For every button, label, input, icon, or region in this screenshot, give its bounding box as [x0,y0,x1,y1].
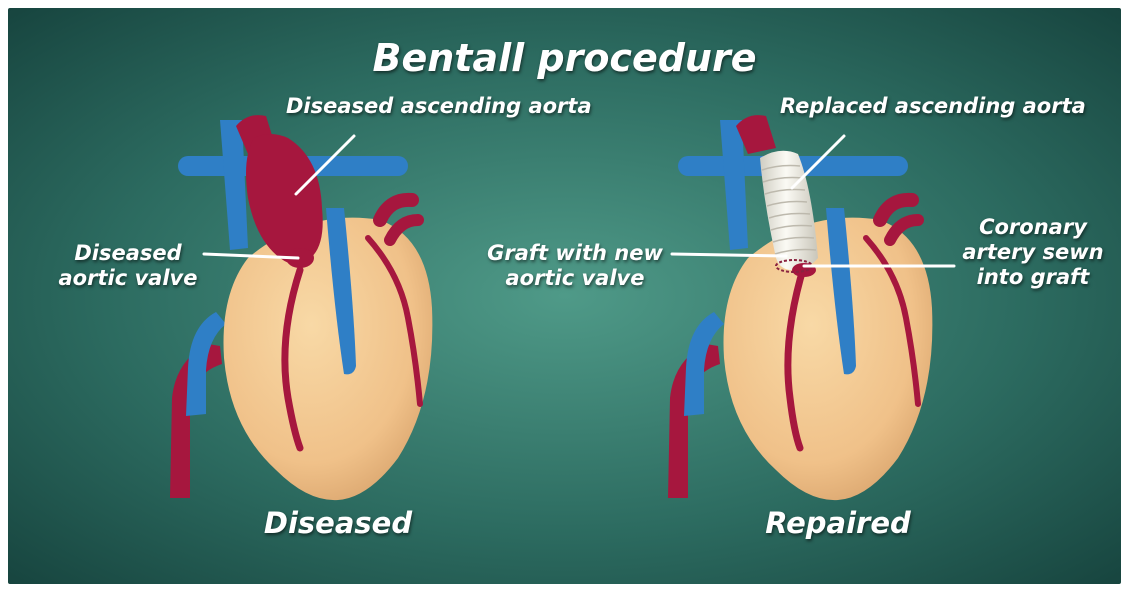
caption-repaired: Repaired [738,506,938,541]
diagram-canvas: Bentall procedure Diseased ascending aor… [8,8,1121,584]
label-replaced-aorta: Replaced ascending aorta [780,94,1086,119]
label-coronary-line3: into graft [958,265,1108,290]
label-diseased-valve-line1: Diseased [48,241,208,266]
label-diseased-valve-line2: aortic valve [48,266,208,291]
label-graft-valve-line2: aortic valve [480,266,670,291]
label-coronary: Coronary artery sewn into graft [958,215,1108,291]
label-graft-valve-line1: Graft with new [480,241,670,266]
label-coronary-line1: Coronary [958,215,1108,240]
label-coronary-line2: artery sewn [958,240,1108,265]
caption-diseased: Diseased [238,506,438,541]
label-graft-valve: Graft with new aortic valve [480,241,670,291]
label-diseased-aorta: Diseased ascending aorta [286,94,592,119]
diagram-title: Bentall procedure [8,36,1121,82]
leader-graft-valve [672,254,786,256]
label-diseased-valve: Diseased aortic valve [48,241,208,291]
